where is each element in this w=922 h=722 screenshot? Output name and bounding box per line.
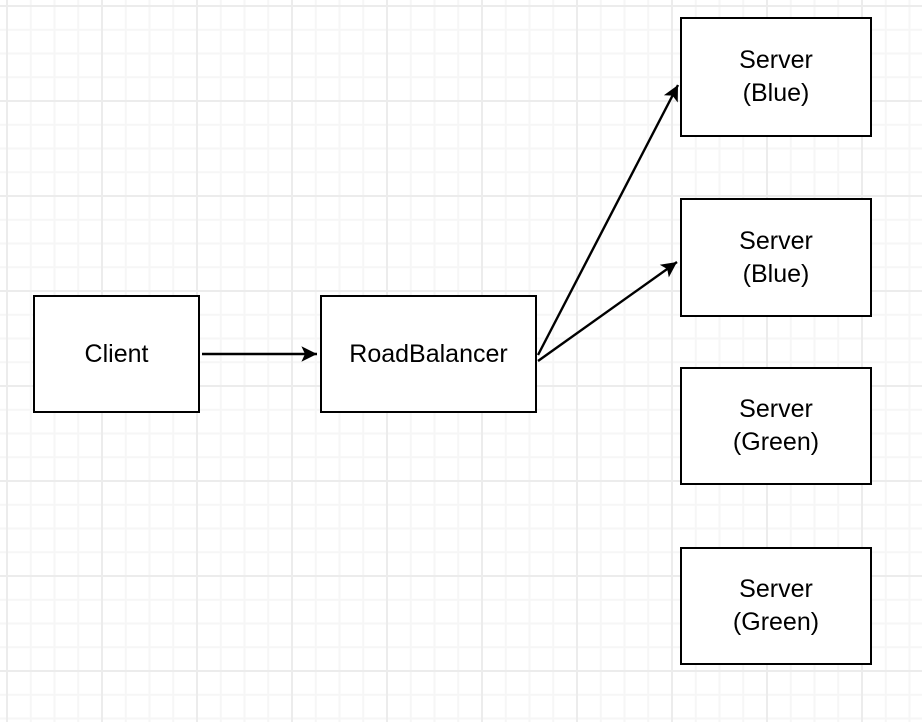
node-server-green-2: Server (Green) [680,547,872,665]
edge-roadbalancer-to-server-blue-2 [537,261,678,362]
node-roadbalancer: RoadBalancer [320,295,537,413]
node-server-blue-2: Server (Blue) [680,198,872,317]
node-server-blue-1-label-line1: Server [739,46,813,74]
node-server-green-2-label-line1: Server [739,575,813,603]
node-server-blue-2-label-line1: Server [739,226,813,255]
node-client-label: Client [84,339,149,368]
node-server-green-1-label-line2: (Green) [732,428,820,456]
node-server-blue-2-label-line2: (Blue) [742,259,810,288]
node-server-blue-1-label-line2: (Blue) [742,79,810,107]
node-client: Client [33,295,200,413]
node-roadbalancer-label: RoadBalancer [349,339,508,368]
edge-roadbalancer-to-server-blue-1 [536,84,680,356]
node-server-green-1: Server (Green) [680,367,872,485]
node-server-blue-1: Server (Blue) [680,17,872,137]
node-server-green-2-label-line2: (Green) [732,608,820,636]
node-server-green-1-label-line1: Server [739,395,813,423]
